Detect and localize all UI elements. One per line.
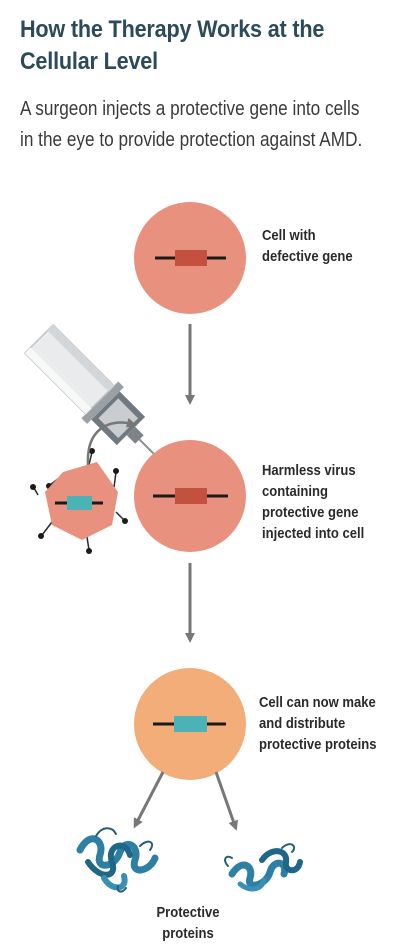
- cell-defective: [134, 202, 246, 314]
- page-title: How the Therapy Works at the Cellular Le…: [20, 16, 325, 75]
- protein-icon-right: [224, 843, 303, 892]
- label-cell-defective: Cell with defective gene: [262, 228, 353, 265]
- label-cell-protective: Cell can now make and distribute protect…: [259, 695, 377, 753]
- label-proteins: Protective proteins: [156, 905, 220, 942]
- syringe-icon: [23, 323, 156, 456]
- gene-block: [175, 488, 207, 504]
- protein-icon-left: [76, 827, 159, 893]
- virus-icon: [30, 448, 128, 554]
- arrow-to-protein-right: [214, 771, 239, 831]
- arrow-to-protein-left: [133, 771, 165, 829]
- label-virus-injected: Harmless virus containing protective gen…: [262, 463, 365, 542]
- cell-protective: [134, 668, 246, 780]
- page-subtitle: A surgeon injects a protective gene into…: [20, 98, 363, 151]
- virus-protective-gene: [67, 496, 92, 510]
- curved-arrow: [86, 417, 137, 466]
- protective-gene: [174, 716, 207, 732]
- defective-gene: [175, 250, 207, 266]
- cell-injected: [134, 440, 246, 552]
